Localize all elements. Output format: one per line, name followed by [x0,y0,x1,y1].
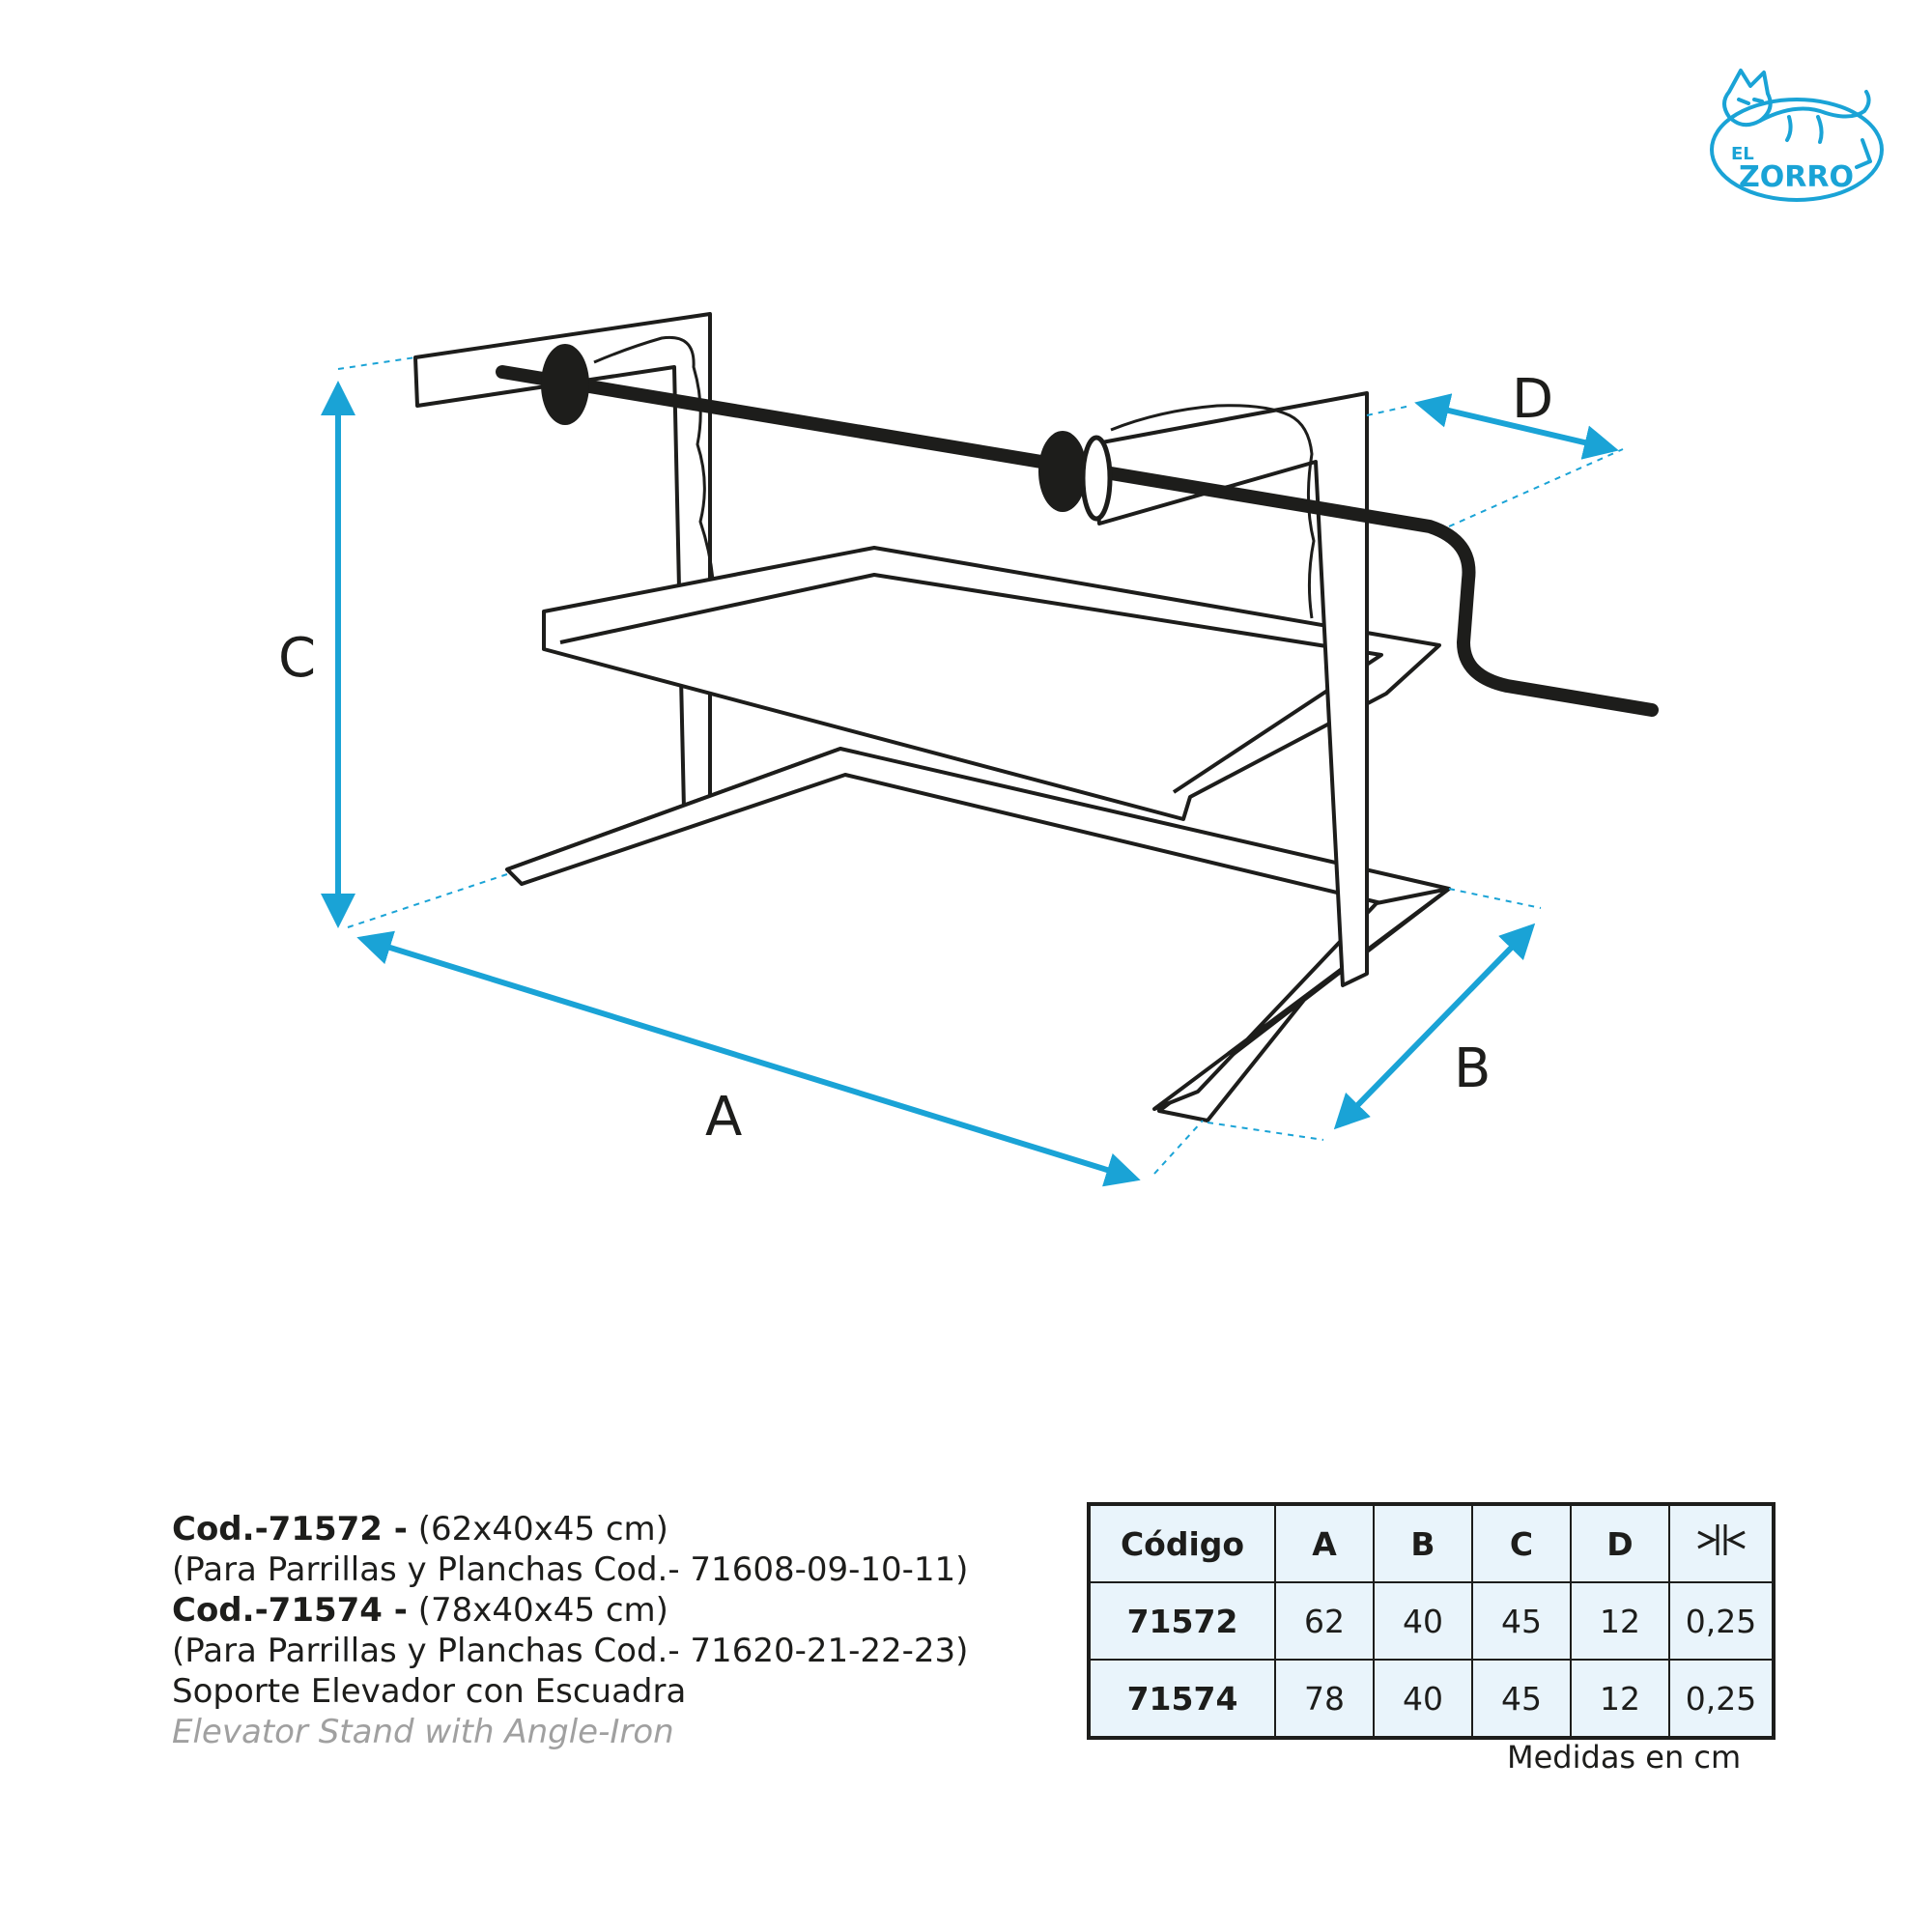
cell-thickness: 0,25 [1668,1581,1775,1661]
grill-tray [542,546,1441,821]
extension-lines [337,356,1624,1175]
tray-inner-edge [559,573,1383,794]
dimension-arrows [321,381,1619,1187]
thickness-icon [1696,1524,1746,1555]
description-line: Cod.-71574 - (78x40x45 cm) [172,1591,668,1630]
cell-d: 12 [1570,1659,1670,1739]
cell-thickness: 0,25 [1668,1659,1775,1739]
description-line: (Para Parrillas y Planchas Cod.- 71608-0… [172,1550,969,1589]
cell-a: 62 [1274,1581,1375,1661]
cell-a: 78 [1274,1659,1375,1739]
dimension-label-c: C [278,627,316,690]
description-title-es: Soporte Elevador con Escuadra [172,1672,687,1711]
table-row: 71574 78 40 45 12 0,25 [1088,1659,1775,1739]
right-spit-fork [1038,431,1087,512]
dimension-label-d: D [1512,368,1553,431]
description-line: Cod.-71572 - (62x40x45 cm) [172,1510,668,1548]
table-row: 71572 62 40 45 12 0,25 [1088,1581,1775,1661]
left-spit-fork [541,344,589,425]
header-d: D [1570,1503,1670,1583]
cell-b: 40 [1373,1581,1473,1661]
header-c: C [1471,1503,1572,1583]
description-line: (Para Parrillas y Planchas Cod.- 71620-2… [172,1632,969,1670]
logo-text-el: EL [1731,144,1754,164]
cell-d: 12 [1570,1581,1670,1661]
cell-code: 71572 [1088,1581,1276,1661]
right-spit-collar [1080,435,1113,522]
header-code: Código [1088,1503,1276,1583]
stand-outline [413,312,1451,1122]
table-header-row: Código A B C D [1088,1503,1775,1583]
description-title-en: Elevator Stand with Angle-Iron [172,1713,674,1751]
dimension-arrow-d [1414,393,1619,460]
dimension-label-b: B [1454,1037,1491,1100]
header-thickness [1668,1503,1775,1583]
product-diagram: C A B D [278,312,1659,1187]
right-foot [1152,887,1451,1111]
base-frame [505,747,1451,1122]
cell-c: 45 [1471,1581,1572,1661]
units-note: Medidas en cm [1507,1739,1742,1776]
brand-logo: EL ZORRO [1710,69,1884,202]
dimension-label-a: A [705,1086,742,1149]
cell-c: 45 [1471,1659,1572,1739]
dimension-arrow-a [356,930,1141,1187]
header-b: B [1373,1503,1473,1583]
cell-b: 40 [1373,1659,1473,1739]
dimension-arrow-b [1333,923,1536,1130]
fox-logo-icon [1710,69,1884,202]
spec-table: Código A B C D 71572 62 40 45 12 0,25 71… [1087,1502,1776,1740]
right-chain [1110,404,1316,619]
product-description: Cod.-71572 - (62x40x45 cm) (Para Parrill… [172,1509,968,1752]
cell-code: 71574 [1088,1659,1276,1739]
spit-rod [496,365,1659,717]
header-a: A [1274,1503,1375,1583]
logo-text-zorro: ZORRO [1739,160,1854,194]
